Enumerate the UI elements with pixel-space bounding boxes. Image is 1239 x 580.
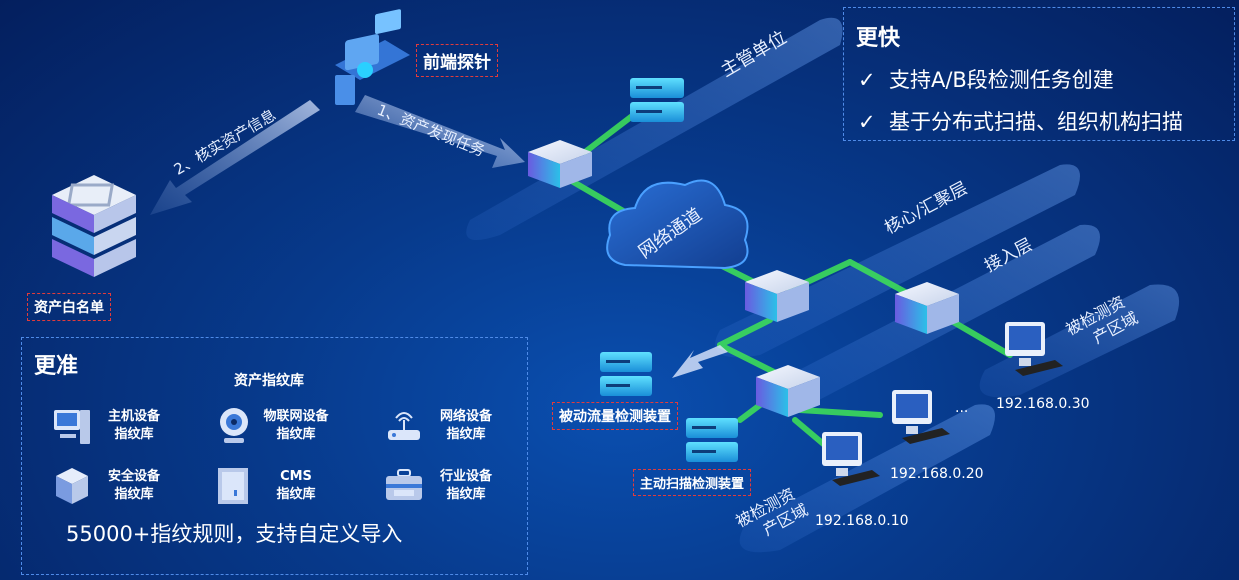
fp-industry: 行业设备指纹库 [382,464,506,508]
passive-device-icon [600,352,652,396]
check-icon: ✓ [858,110,889,134]
fp-industry-line2: 指纹库 [446,487,486,502]
monitor-icon-10 [822,432,880,486]
host-icon [50,404,94,448]
camera-icon [212,404,256,448]
fp-security: 安全设备指纹库 [50,464,174,508]
monitor-icon-20 [892,390,950,444]
fp-iot-line1: 物联网设备 [263,409,329,424]
cms-icon [212,464,256,508]
fp-cms: CMS 指纹库 [212,464,336,508]
fp-network-line2: 指纹库 [446,427,486,442]
ellipsis: ... [955,400,969,416]
faster-item-1-text: 支持A/B段检测任务创建 [888,68,1114,92]
faster-panel: 更快 ✓ 支持A/B段检测任务创建 ✓ 基于分布式扫描、组织机构扫描 [843,7,1235,141]
switch-core-right [895,282,959,334]
fp-cms-line2: 指纹库 [276,487,316,502]
network-cloud-icon [606,179,749,270]
faster-title: 更快 [856,26,901,51]
check-icon: ✓ [858,68,889,92]
fp-industry-line1: 行业设备 [439,469,492,484]
fp-host-line2: 指纹库 [114,427,154,442]
accurate-panel: 更准 资产指纹库 主机设备指纹库 物联网设备指纹库 网络设备指纹库 安全设备指纹… [21,337,528,575]
whitelist-server-icon [52,175,136,277]
ip-30: 192.168.0.30 [996,396,1090,412]
fp-host-line1: 主机设备 [107,409,160,424]
fp-iot-line2: 指纹库 [276,427,316,442]
active-device-icon [686,418,738,462]
monitor-icon-30 [1005,322,1063,376]
active-device-label: 主动扫描检测装置 [633,469,752,496]
faster-item-2-text: 基于分布式扫描、组织机构扫描 [888,110,1183,134]
task-arrow-2 [150,100,320,215]
fp-security-line2: 指纹库 [114,487,154,502]
switch-core-left [745,270,809,322]
fp-network-line1: 网络设备 [439,409,492,424]
fp-host: 主机设备指纹库 [50,404,174,448]
router-icon [382,404,426,448]
probe-device-icon [335,9,410,105]
fp-security-line1: 安全设备 [107,469,160,484]
switch-access [756,365,820,417]
accurate-title: 更准 [34,354,79,379]
ip-10: 192.168.0.10 [815,513,909,529]
fp-network: 网络设备指纹库 [382,404,506,448]
fp-cms-line1: CMS [280,469,312,484]
task-arrow-1 [355,95,525,168]
passive-device-label: 被动流量检测装置 [552,402,678,430]
library-title: 资产指纹库 [234,373,304,389]
server-top-unit [630,78,684,122]
probe-label: 前端探针 [416,44,498,77]
toolbox-icon [382,464,426,508]
fp-iot: 物联网设备指纹库 [212,404,336,448]
whitelist-label: 资产白名单 [27,293,111,321]
accurate-footer: 55000+指纹规则，支持自定义导入 [66,522,403,546]
faster-item-1: ✓ 支持A/B段检测任务创建 [858,64,1114,94]
faster-item-2: ✓ 基于分布式扫描、组织机构扫描 [858,106,1183,136]
passive-arrow [672,345,728,378]
ip-20: 192.168.0.20 [890,466,984,482]
security-box-icon [50,464,94,508]
switch-gateway [528,140,592,188]
